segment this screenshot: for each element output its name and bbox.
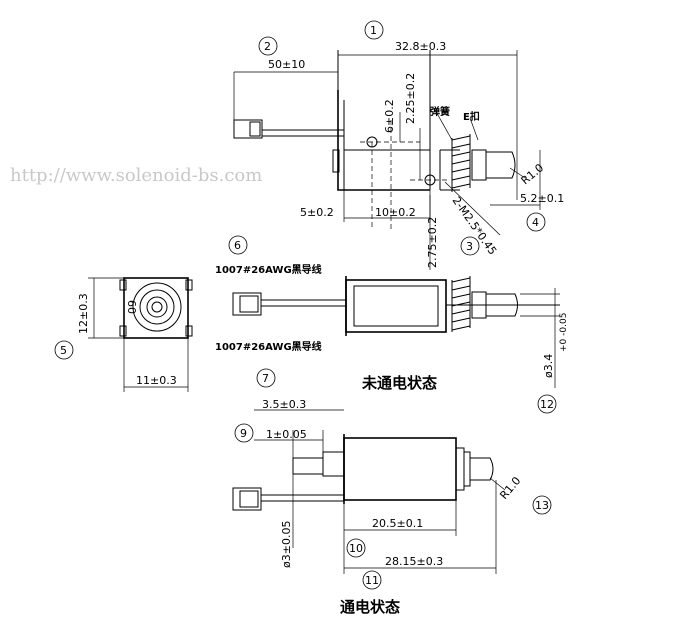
svg-text:11: 11: [365, 574, 379, 587]
dim-total-length-top: 32.8±0.3: [395, 40, 446, 53]
spring-icon: [451, 134, 471, 192]
svg-text:10: 10: [349, 542, 363, 555]
spring-label: 弹簧: [430, 105, 450, 118]
balloon-9: 9: [234, 423, 254, 443]
dim-height-12: 12±0.3: [77, 293, 90, 334]
svg-text:13: 13: [535, 499, 549, 512]
balloon-13: 13: [532, 495, 552, 515]
e-clip-label: E扣: [463, 110, 480, 123]
dim-5: 5±0.2: [300, 206, 334, 219]
top-view: [233, 50, 541, 270]
balloon-4: 4: [526, 212, 546, 232]
dim-20-5: 20.5±0.1: [372, 517, 423, 530]
balloon-7: 7: [256, 368, 276, 388]
dim-10: 10±0.2: [375, 206, 416, 219]
balloon-1: 1: [364, 20, 384, 40]
dim-radius-top: R1.0: [519, 161, 547, 187]
state-unpowered: 未通电状态: [361, 374, 437, 392]
balloon-6: 6: [228, 235, 248, 255]
end-view: [88, 277, 193, 392]
side-mark: 09: [126, 300, 139, 314]
dim-6: 6±0.2: [383, 99, 396, 133]
svg-text:4: 4: [532, 216, 539, 229]
balloon-12: 12: [537, 394, 557, 414]
balloon-5: 5: [54, 340, 74, 360]
thread-label: 2-M2.5*0.45: [450, 194, 500, 257]
wire-label-top: 1007#26AWG黑导线: [215, 263, 322, 276]
state-powered: 通电状态: [340, 598, 400, 616]
dim-28-15: 28.15±0.3: [385, 555, 443, 568]
balloon-2: 2: [258, 36, 278, 56]
dim-dia-3-4: ø3.4: [542, 354, 555, 378]
watermark-text: http://www.solenoid-bs.com: [10, 165, 262, 186]
svg-text:9: 9: [240, 427, 247, 440]
dim-dia-3: ø3±0.05: [280, 521, 293, 568]
wire-label-bottom: 1007#26AWG黑导线: [215, 340, 322, 353]
dim-1: 1±0.05: [266, 428, 307, 441]
svg-text:6: 6: [234, 239, 241, 252]
spring-icon: [455, 447, 471, 491]
dim-3-5: 3.5±0.3: [262, 398, 306, 411]
side-view-unpowered: [232, 276, 560, 388]
balloon-10: 10: [346, 538, 366, 558]
side-view-powered: [232, 409, 506, 574]
dim-dia-3-4-tol: +0 -0.05: [559, 313, 569, 352]
svg-text:3: 3: [466, 240, 473, 253]
spring-icon: [451, 276, 471, 332]
svg-text:2: 2: [264, 40, 271, 53]
dim-5-2: 5.2±0.1: [520, 192, 564, 205]
balloon-3: 3: [460, 236, 480, 256]
dim-lead-length: 50±10: [268, 58, 305, 71]
balloon-11: 11: [362, 570, 382, 590]
svg-text:1: 1: [370, 24, 377, 37]
svg-text:12: 12: [540, 398, 554, 411]
dim-width-11: 11±0.3: [136, 374, 177, 387]
svg-text:7: 7: [262, 372, 269, 385]
dim-2-75: 2.75±0.2: [426, 217, 439, 268]
dim-radius-bottom: R1.0: [497, 474, 523, 502]
dim-2-25: 2.25±0.2: [404, 73, 417, 124]
svg-text:5: 5: [60, 344, 67, 357]
